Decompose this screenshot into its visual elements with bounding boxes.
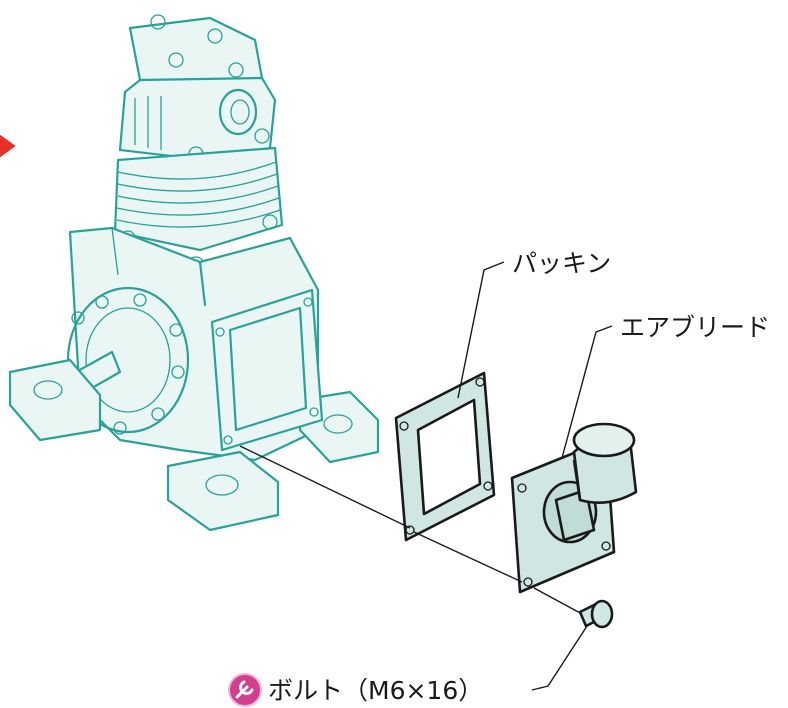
bolt-part <box>578 599 614 629</box>
bolt-label: ボルト（M6×16） <box>268 676 483 705</box>
leader-lines <box>457 261 613 691</box>
air-bleed-label: エアブリード <box>620 313 770 342</box>
gasket-part <box>394 371 496 542</box>
alignment-lines <box>239 445 583 615</box>
air-bleed-part <box>510 422 638 594</box>
compressor-body <box>8 14 380 532</box>
red-arrow-icon <box>0 134 16 158</box>
gasket-label: パッキン <box>512 249 611 278</box>
wrench-icon <box>228 673 262 707</box>
